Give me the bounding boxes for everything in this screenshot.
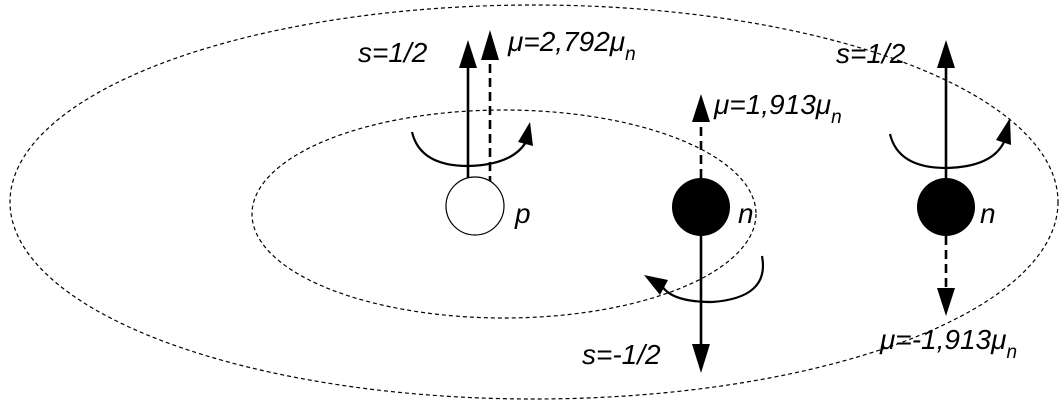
neutron-outer-circle [917, 178, 975, 236]
neutron-inner-moment-label: μ=1,913μn [713, 89, 842, 128]
neutron-outer-moment-arrowhead [937, 288, 955, 316]
neutron-outer-label: n [980, 198, 996, 229]
neutron-outer-moment-label: μ=-1,913μn [879, 324, 1017, 363]
inner-orbit [251, 109, 757, 319]
neutron-outer-spin-label: s=1/2 [836, 38, 906, 69]
outer-orbit [9, 4, 1059, 400]
proton-spin-arrowhead [459, 40, 477, 68]
proton-group: p s=1/2 μ=2,792μn [358, 26, 636, 236]
neutron-inner-rotation-arrow [661, 255, 765, 304]
proton-circle [445, 176, 505, 236]
proton-rotation-arrowhead [518, 122, 533, 146]
neutron-inner-spin-arrowhead [692, 344, 710, 373]
neutron-outer-spin-arrowhead [937, 40, 955, 68]
neutron-inner-label: n [738, 198, 754, 229]
proton-spin-label: s=1/2 [358, 37, 428, 68]
neutron-outer-rotation-arrow [888, 133, 1005, 170]
neutron-inner-moment-arrowhead [692, 94, 710, 122]
neutron-inner-group: n s=-1/2 μ=1,913μn [582, 89, 842, 373]
proton-rotation-arrow [410, 131, 527, 168]
proton-moment-arrowhead [481, 30, 499, 60]
neutron-outer-rotation-arrowhead [996, 118, 1011, 145]
neutron-inner-rotation-arrowhead [644, 275, 668, 295]
proton-label: p [514, 198, 531, 229]
neutron-outer-group: n s=1/2 μ=-1,913μn [836, 38, 1017, 363]
neutron-inner-spin-label: s=-1/2 [582, 339, 661, 370]
proton-moment-label: μ=2,792μn [507, 26, 636, 65]
neutron-inner-circle [672, 178, 730, 236]
